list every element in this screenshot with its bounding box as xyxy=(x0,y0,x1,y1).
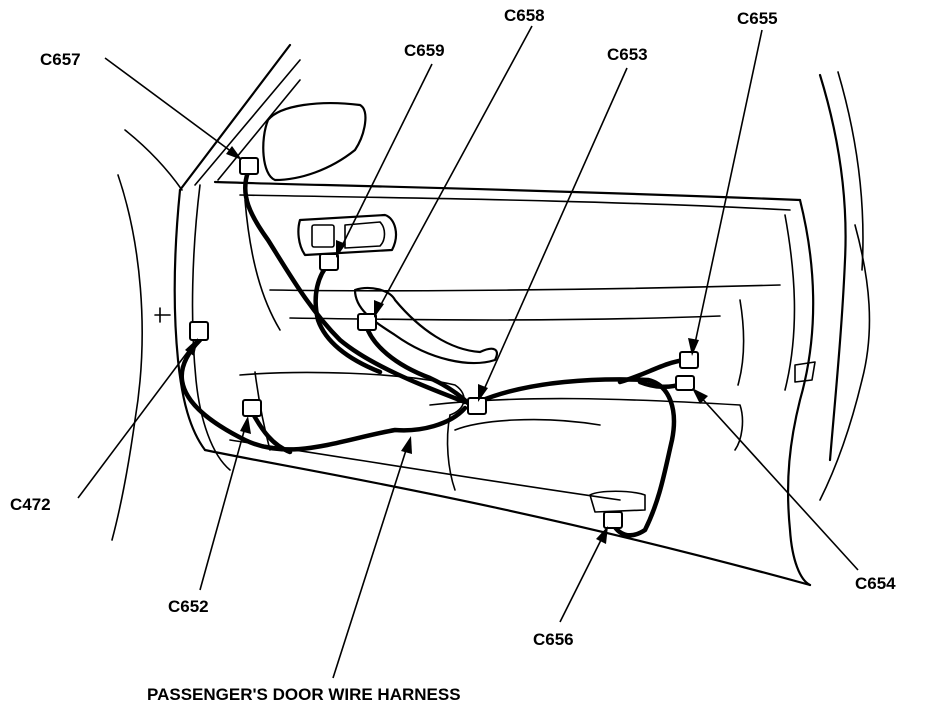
wire-harness xyxy=(179,169,688,538)
label-c658: C658 xyxy=(504,6,545,25)
label-c659: C659 xyxy=(404,41,445,60)
connector-c652 xyxy=(242,399,262,417)
door-outline xyxy=(111,43,871,587)
labels: C657 C658 C659 C653 C655 C472 C652 C656 … xyxy=(10,6,896,704)
label-c654: C654 xyxy=(855,574,896,593)
label-c653: C653 xyxy=(607,45,648,64)
label-c656: C656 xyxy=(533,630,574,649)
connector-c653 xyxy=(467,397,487,415)
label-c472: C472 xyxy=(10,495,51,514)
leader-lines xyxy=(77,25,859,679)
label-c655: C655 xyxy=(737,9,778,28)
connector-c659 xyxy=(319,253,339,271)
connector-c655 xyxy=(679,351,699,369)
connector-c472 xyxy=(189,321,209,341)
connectors xyxy=(189,157,699,529)
connector-c656 xyxy=(603,511,623,529)
connector-c657 xyxy=(239,157,259,175)
connector-c658 xyxy=(357,313,377,331)
label-c657: C657 xyxy=(40,50,81,69)
harness-caption: PASSENGER'S DOOR WIRE HARNESS xyxy=(147,685,461,704)
label-c652: C652 xyxy=(168,597,209,616)
connector-c654 xyxy=(675,375,695,391)
